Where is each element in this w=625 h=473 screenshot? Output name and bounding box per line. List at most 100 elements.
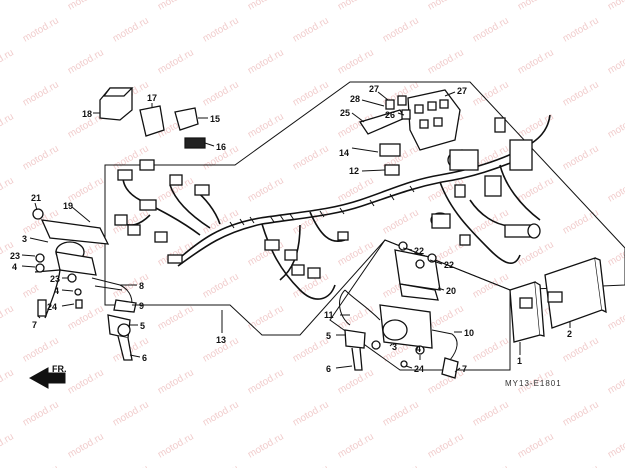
watermark-text: motod.ru (21, 335, 61, 364)
watermark-text: motod.ru (471, 15, 511, 44)
watermark-text: motod.ru (246, 303, 286, 332)
watermark-text: motod.ru (66, 303, 106, 332)
left-ignition-coil-group (32, 208, 137, 361)
watermark-text: motod.ru (66, 0, 106, 13)
callout-7-right: 7 (462, 364, 467, 374)
watermark-text: motod.ru (66, 367, 106, 396)
watermark-text: motod.ru (111, 463, 151, 468)
drawing-code: MY13-E1801 (505, 379, 562, 388)
callout-10: 10 (464, 328, 474, 338)
watermark-text: motod.ru (606, 239, 625, 268)
callout-20: 20 (446, 286, 456, 296)
watermark-text: motod.ru (66, 47, 106, 76)
callout-4-right: 4 (416, 344, 421, 354)
watermark-text: motod.ru (291, 463, 331, 468)
watermark-text: motod.ru (21, 463, 61, 468)
watermark-text: motod.ru (201, 15, 241, 44)
callout-5-left: 5 (140, 321, 145, 331)
watermark-text: motod.ru (381, 399, 421, 428)
callout-9: 9 (139, 301, 144, 311)
watermark-text: motod.ru (0, 367, 16, 396)
watermark-text: motod.ru (291, 15, 331, 44)
watermark-text: motod.ru (606, 175, 625, 204)
callout-labels: 18 17 15 16 21 19 3 23 4 23 4 24 7 8 9 5… (10, 84, 572, 374)
callout-21: 21 (31, 193, 41, 203)
watermark-text: motod.ru (0, 47, 16, 76)
watermark-text: motod.ru (561, 463, 601, 468)
watermark-text: motod.ru (426, 47, 466, 76)
watermark-text: motod.ru (291, 79, 331, 108)
callout-8: 8 (139, 281, 144, 291)
callout-11: 11 (324, 310, 334, 320)
callout-3-right: 3 (392, 342, 397, 352)
watermark-text: motod.ru (561, 15, 601, 44)
watermark-text: motod.ru (561, 207, 601, 236)
watermark-text: motod.ru (336, 239, 376, 268)
watermark-text: motod.ru (426, 431, 466, 460)
cdi-units (509, 257, 607, 343)
callout-24-left: 24 (47, 302, 57, 312)
leader-lines (21, 91, 571, 373)
watermark-text: motod.ru (291, 207, 331, 236)
callout-4-mid: 4 (54, 286, 59, 296)
watermark-text: motod.ru (156, 0, 196, 13)
watermark-text: motod.ru (291, 335, 331, 364)
front-direction-arrow: FR. (28, 364, 67, 389)
callout-17: 17 (147, 93, 157, 103)
watermark-text: motod.ru (381, 463, 421, 468)
watermark-text: motod.ru (201, 271, 241, 300)
watermark-text: motod.ru (516, 175, 556, 204)
callout-24-right-visible: 24 (414, 364, 424, 374)
watermark-text: motod.ru (606, 111, 625, 140)
callout-23-mid: 23 (50, 274, 60, 284)
callout-3-left: 3 (22, 234, 27, 244)
callout-1: 1 (517, 356, 522, 366)
callout-4-left: 4 (12, 262, 17, 272)
watermark-text: motod.ru (246, 0, 286, 13)
watermark-text: motod.ru (21, 15, 61, 44)
callout-22-mid: 22 (444, 260, 454, 270)
watermark-text: motod.ru (0, 111, 16, 140)
watermark-text: motod.ru (336, 0, 376, 13)
watermark-text: motod.ru (471, 335, 511, 364)
watermark-text: motod.ru (21, 399, 61, 428)
callout-14: 14 (339, 148, 349, 158)
watermark-text: motod.ru (336, 47, 376, 76)
watermark-text: motod.ru (246, 431, 286, 460)
watermark-text: motod.ru (156, 367, 196, 396)
front-label: FR. (52, 364, 67, 374)
watermark-text: motod.ru (0, 0, 16, 13)
watermark-text: motod.ru (606, 431, 625, 460)
callout-25: 25 (340, 108, 350, 118)
watermark-text: motod.ru (606, 367, 625, 396)
callout-12: 12 (349, 166, 359, 176)
watermark-text: motod.ru (561, 335, 601, 364)
watermark-text: motod.ru (606, 303, 625, 332)
watermark-text: motod.ru (291, 143, 331, 172)
callout-15: 15 (210, 114, 220, 124)
callout-6-left: 6 (142, 353, 147, 363)
watermark-text: motod.ru (0, 175, 16, 204)
callout-13: 13 (216, 335, 226, 345)
callout-26: 26 (385, 110, 395, 120)
watermark-text: motod.ru (291, 399, 331, 428)
watermark-text: motod.ru (111, 15, 151, 44)
watermark-text: motod.ru (0, 431, 16, 460)
watermark-text: motod.ru (156, 431, 196, 460)
fuse-box-assembly (358, 89, 461, 176)
watermark-text: motod.ru (246, 367, 286, 396)
callout-22-top: 22 (414, 246, 424, 256)
harness-connectors-right (430, 117, 541, 246)
watermark-text: motod.ru (606, 0, 625, 13)
watermark-text: motod.ru (471, 399, 511, 428)
relay-group (99, 87, 206, 149)
watermark-text: motod.ru (426, 303, 466, 332)
watermark-text: motod.ru (156, 303, 196, 332)
callout-5-right: 5 (326, 331, 331, 341)
watermark-text: motod.ru (156, 239, 196, 268)
watermark-text: motod.ru (336, 367, 376, 396)
watermark-text: motod.ru (0, 303, 16, 332)
watermark-text: motod.ru (606, 47, 625, 76)
watermark-text: motod.ru (516, 47, 556, 76)
